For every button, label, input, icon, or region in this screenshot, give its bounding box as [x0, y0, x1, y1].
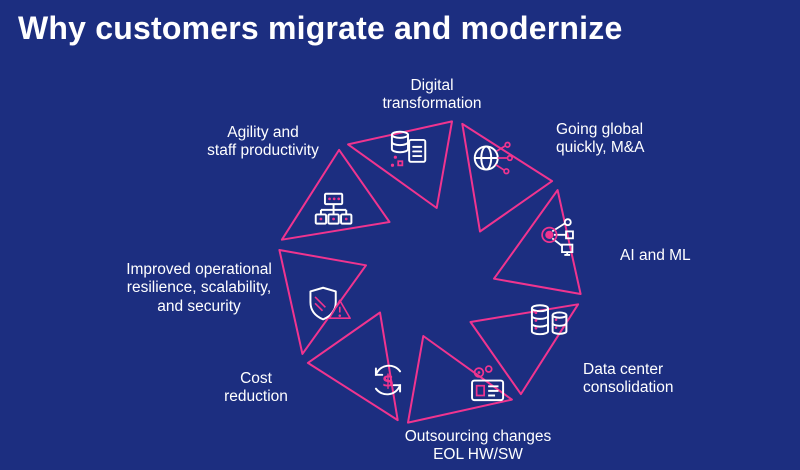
pinwheel-triangle: [407, 335, 513, 424]
org-chart-icon: [310, 188, 356, 234]
label-improved-operational-resilience: Improved operational resilience, scalabi…: [126, 261, 272, 315]
globe-network-icon: [469, 135, 515, 181]
svg-text:$: $: [382, 371, 394, 391]
label-data-center-consolidation: Data center consolidation: [583, 361, 674, 397]
database-stack-icon: [525, 299, 571, 345]
label-cost-reduction: Cost reduction: [224, 370, 288, 406]
documents-database-icon: [385, 125, 431, 171]
label-going-global: Going global quickly, M&A: [556, 121, 645, 157]
pinwheel-triangle: [461, 122, 554, 233]
machine-gears-icon: [464, 361, 510, 407]
pinwheel-triangle: [280, 148, 391, 241]
slide-title: Why customers migrate and modernize: [18, 10, 623, 46]
label-agility-staff-productivity: Agility and staff productivity: [207, 124, 319, 160]
label-ai-and-ml: AI and ML: [620, 247, 691, 264]
label-outsourcing-changes: Outsourcing changes EOL HW/SW: [404, 428, 552, 464]
pinwheel-triangle: [493, 189, 582, 295]
pinwheel-triangle: [469, 303, 580, 396]
dollar-refresh-icon: $: [365, 357, 411, 403]
shield-alert-icon: [307, 282, 353, 328]
label-digital-transformation: Digital transformation: [382, 77, 482, 113]
pinwheel-triangle: [347, 120, 453, 209]
ai-ml-nodes-icon: [535, 213, 581, 259]
